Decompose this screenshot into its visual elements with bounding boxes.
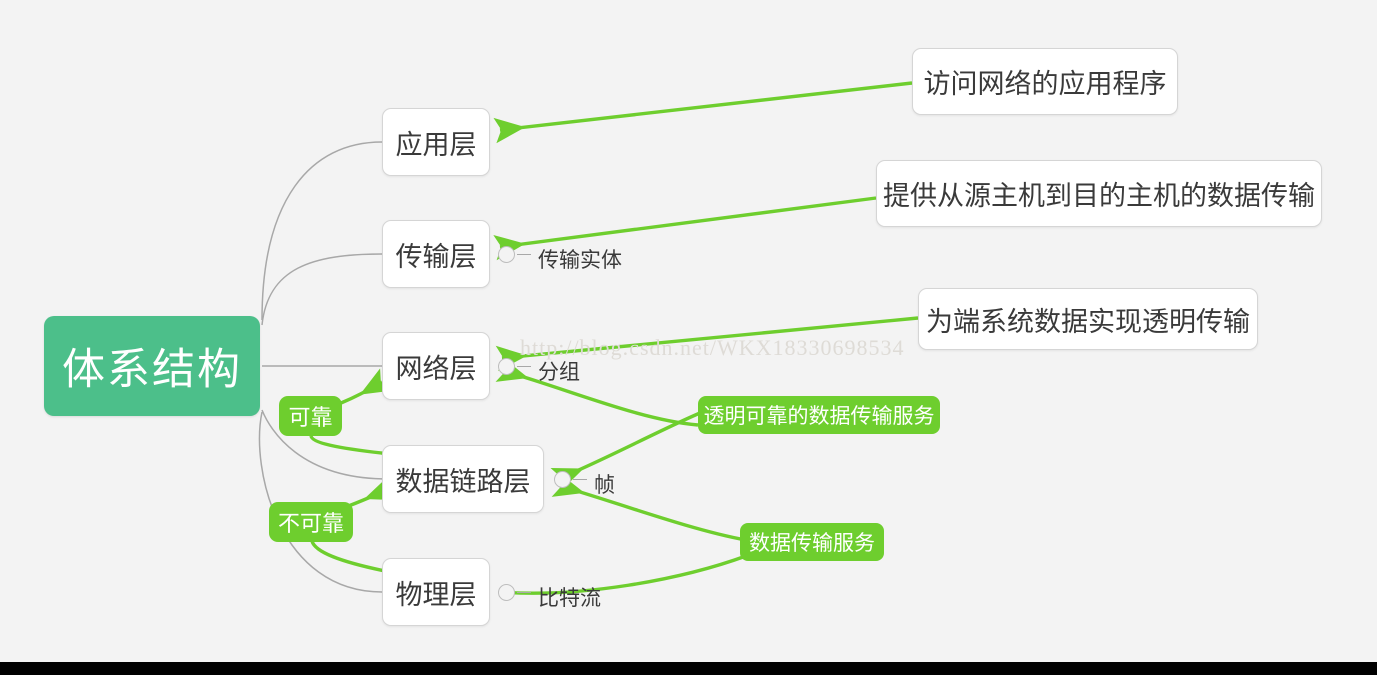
description-node-application-label: 访问网络的应用程序 [923,69,1167,99]
edge-desc-application [493,81,913,144]
service-node-transparent-reliable-label: 透明可靠的数据传输服务 [703,405,935,428]
layer-node-network-label: 网络层 [395,353,477,384]
toggle-dash-physical [517,592,531,593]
layer-node-application-label: 应用层 [395,129,477,160]
description-node-transport[interactable]: 提供从源主机到目的主机的数据传输 [876,160,1322,227]
description-node-network[interactable]: 为端系统数据实现透明传输 [918,288,1258,350]
watermark: http://blog.csdn.net/WKX18330698534 [520,335,905,360]
service-node-data-transfer-label: 数据传输服务 [749,532,875,555]
qualifier-node-unreliable-label: 不可靠 [277,511,344,536]
root-node[interactable]: 体系结构 [44,316,260,416]
layer-node-physical[interactable]: 物理层 [382,558,490,626]
qualifier-node-reliable-label: 可靠 [288,405,333,430]
description-node-transport-label: 提供从源主机到目的主机的数据传输 [883,181,1315,211]
qualifier-node-reliable[interactable]: 可靠 [279,396,342,436]
edge-desc-transport [493,196,877,261]
edge-service-datatransfer-physical [499,554,747,595]
toggle-dash-network [517,366,531,367]
layer-node-transport[interactable]: 传输层 [382,220,490,288]
layer-node-datalink-label: 数据链路层 [395,466,531,497]
pdu-label-network: 分组 [538,361,580,384]
qualifier-node-unreliable[interactable]: 不可靠 [269,502,353,542]
edge-service-datatransfer-datalink [551,472,747,542]
toggle-dash-transport [517,254,531,255]
service-node-transparent-reliable[interactable]: 透明可靠的数据传输服务 [698,396,940,434]
pdu-label-datalink: 帧 [594,474,615,497]
bottom-black-bar [0,662,1377,675]
collapse-toggle-physical[interactable] [498,584,515,601]
root-node-label: 体系结构 [62,346,242,394]
collapse-toggle-datalink[interactable] [554,471,571,488]
layer-node-datalink[interactable]: 数据链路层 [382,445,544,513]
layer-node-network[interactable]: 网络层 [382,332,490,400]
edge-reliable-network [340,368,393,405]
layer-node-application[interactable]: 应用层 [382,108,490,176]
edge-service-transparent-network [495,357,699,427]
layer-node-transport-label: 传输层 [395,241,477,272]
collapse-toggle-network[interactable] [498,358,515,375]
layer-node-physical-label: 物理层 [395,579,477,610]
edge-root-application [261,141,383,321]
service-node-data-transfer[interactable]: 数据传输服务 [740,523,884,561]
pdu-label-transport: 传输实体 [538,249,622,272]
edge-root-transport [261,253,383,326]
edge-service-transparent-datalink [550,411,701,492]
edge-physical-unreliable [310,540,391,574]
collapse-toggle-transport[interactable] [498,246,515,263]
description-node-network-label: 为端系统数据实现透明传输 [926,306,1250,337]
toggle-dash-datalink [573,479,587,480]
description-node-application[interactable]: 访问网络的应用程序 [912,48,1178,115]
pdu-label-physical: 比特流 [538,587,601,610]
